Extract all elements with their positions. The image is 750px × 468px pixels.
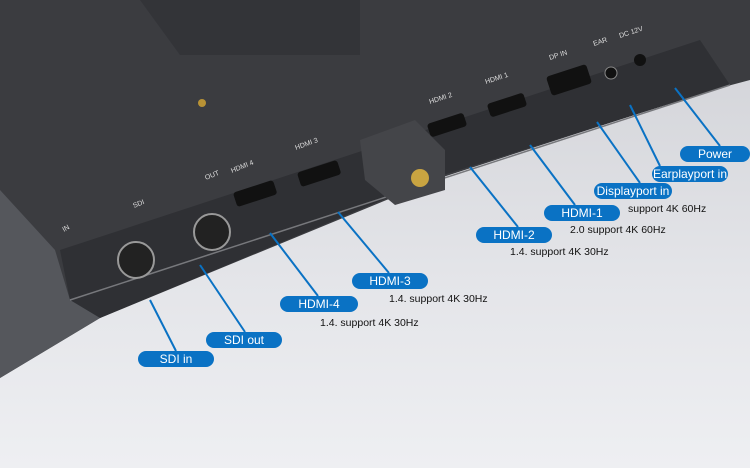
callout-hdmi-1: HDMI-1: [544, 205, 620, 221]
callout-hdmi-3: HDMI-3: [352, 273, 428, 289]
callout-lines: [149, 87, 721, 352]
callout-sdi-out: SDI out: [206, 332, 282, 348]
hdmi3-port: [297, 160, 341, 187]
note-displayport: support 4K 60Hz: [628, 203, 707, 215]
callout-displayport: Displayport in: [594, 183, 672, 199]
note-hdmi-1: 2.0 support 4K 60Hz: [570, 224, 666, 236]
bezel-left: [0, 190, 100, 378]
callout-power: Power: [680, 146, 750, 162]
note-hdmi-3: 1.4. support 4K 30Hz: [389, 293, 488, 305]
sdi-in-connector: [117, 241, 155, 279]
marking-sdi: SDI: [132, 199, 145, 210]
hdmi1-port: [487, 93, 527, 117]
callout-hdmi-4: HDMI-4: [280, 296, 358, 312]
callout-hdmi-2: HDMI-2: [476, 227, 552, 243]
marking-ear: EAR: [592, 37, 608, 48]
callout-earplayport: Earplayport in: [652, 166, 728, 182]
sdi-out-connector: [193, 213, 231, 251]
hdmi4-port: [233, 180, 277, 207]
dp-port: [546, 64, 592, 96]
dc-port: [634, 54, 646, 66]
hdmi2-port: [427, 113, 467, 137]
callout-sdi-in: SDI in: [138, 351, 214, 367]
mount-thread: [411, 169, 429, 187]
note-hdmi-2: 1.4. support 4K 30Hz: [510, 246, 609, 258]
note-hdmi-4: 1.4. support 4K 30Hz: [320, 317, 419, 329]
marking-in: IN: [62, 224, 72, 234]
ear-port: [604, 66, 618, 80]
